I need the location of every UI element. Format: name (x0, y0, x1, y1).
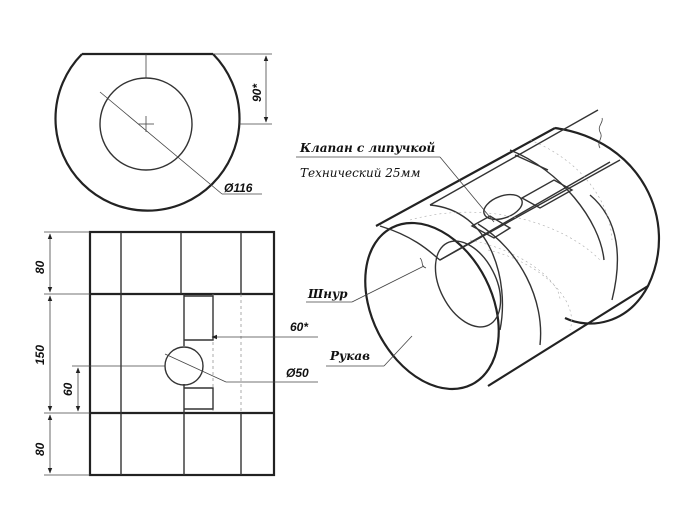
valve-spec-label: Технический 25мм (300, 166, 420, 180)
front-view: Ø50 60* 80 150 60 80 (33, 230, 318, 477)
cord-squiggle (598, 117, 603, 149)
h150-label: 150 (33, 345, 47, 365)
front-end-ellipse (364, 221, 500, 391)
d50-label: Ø50 (286, 366, 309, 380)
valve-leader (439, 156, 495, 223)
hidden-arc (487, 249, 572, 331)
isometric-view (296, 109, 661, 391)
valve-label: Клапан с липучкой (299, 141, 435, 155)
top-edge (375, 127, 556, 227)
h80-bottom-label: 80 (33, 442, 47, 456)
flap-bottom (184, 387, 214, 410)
cord-label: Шнур (307, 287, 348, 301)
front-outline (88, 230, 276, 477)
h90-label: 90* (250, 83, 264, 102)
hidden-arc (409, 211, 601, 261)
sleeve-label: Рукав (329, 349, 370, 363)
seam (429, 204, 504, 331)
h60-label: 60 (61, 382, 75, 396)
panel-line (429, 109, 599, 206)
d116-label: Ø116 (224, 181, 253, 195)
cord-leader (351, 265, 425, 303)
w60-label: 60* (290, 320, 309, 334)
valve-hole (164, 346, 204, 386)
seam (379, 159, 621, 261)
back-end-outline (554, 126, 661, 325)
hidden-arc (469, 239, 561, 301)
bottom-edge (487, 285, 649, 387)
flap-iso (470, 215, 512, 239)
d116-leader (99, 91, 223, 195)
outer-arc (54, 53, 241, 212)
front-hole (434, 240, 502, 328)
flap-top (184, 295, 214, 341)
valve-hole-iso (483, 193, 523, 221)
cord-squiggle (419, 257, 427, 269)
flap-iso (520, 179, 574, 209)
seam (477, 223, 542, 346)
seam (509, 149, 605, 261)
sleeve-leader (383, 335, 413, 367)
d50-leader (164, 353, 227, 383)
h80-top-label: 80 (33, 260, 47, 274)
panel-line (439, 161, 611, 261)
seam (589, 194, 619, 301)
top-view: Ø116 90* (54, 52, 272, 212)
panel-line (514, 154, 549, 171)
